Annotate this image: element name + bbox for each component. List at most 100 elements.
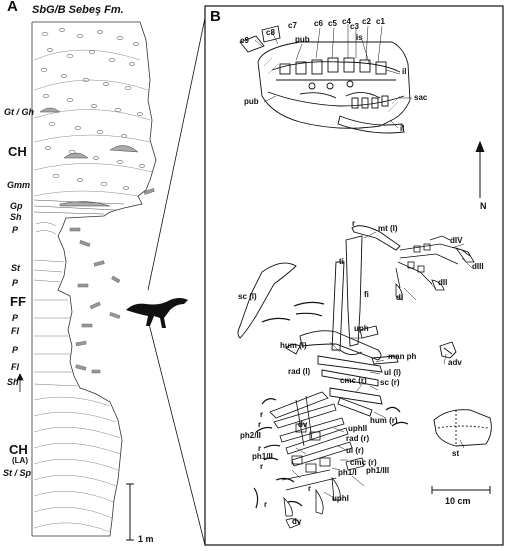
bone-label: mt (I) [378,224,398,233]
fine-units [33,222,79,387]
gp-layer [33,199,125,215]
hindlimb-bones [331,225,401,355]
bone-label: cmc (r) [350,458,377,467]
unit-label: P [12,313,19,323]
bone-label: hum (l) [280,341,307,350]
bone-label: c7 [288,21,297,30]
bone-label: pub [295,35,310,44]
dinosaur-silhouette [126,298,188,328]
forelimb-bones [285,325,399,417]
scale-bar-a [126,483,134,541]
scale-label-b: 10 cm [445,496,471,506]
bone-label: il [402,67,407,76]
panel-b-letter: B [210,8,221,25]
bone-label: fi [364,290,369,299]
bone-label: c5 [328,19,337,28]
bone-label: is [356,33,363,42]
bone-label: c1 [376,17,385,26]
bone-label: c4 [342,17,351,26]
scale-label-a: 1 m [138,534,154,544]
sh-arrow [16,373,24,392]
bone-label: ul (r) [346,446,364,455]
panel-a-letter: A [7,0,18,15]
bone-label: r [264,500,268,509]
bone-label: r [308,484,312,493]
manus-cluster [269,391,365,529]
bone-label: rad (l) [288,367,311,376]
bone-label: dv [292,517,302,526]
bone-label: r [258,420,262,429]
unit-label: Gt / Gh [4,107,34,117]
bone-symbols [69,188,155,374]
bone-label: il [400,124,405,133]
bone-label: r [352,219,356,228]
bone-label: c8 [266,28,275,37]
bone-label: c9 [240,36,249,45]
bone-label: ph2/II [240,431,261,440]
bone-label: ph1/II [252,452,273,461]
bone-label: c3 [350,22,359,31]
bone-label: rad (r) [346,434,370,443]
bone-label: ti [339,257,344,266]
north-arrow [475,140,485,198]
bone-label: uphII [348,424,368,433]
bone-label: r [260,462,264,471]
bone-label: adv [448,358,462,367]
leader-lines [254,24,473,499]
bone-label: ul (l) [384,368,401,377]
scapula-left [237,262,297,339]
sternum [433,409,492,447]
unit-label: Sh [7,377,19,387]
unit-label: Fl [11,362,19,372]
bone-label: pub [244,97,259,106]
bone-label: dIV [450,236,463,245]
adv-bone [439,341,457,359]
unit-label: Gp [10,201,23,211]
bone-label: dv [298,420,308,429]
pelvis-hatching [263,57,401,113]
bone-label: ph1/III [366,466,390,475]
bone-label: uphI [332,494,349,503]
scale-bar-b [431,486,491,494]
unit-label: CH [9,442,28,457]
crossbedding-upper [33,49,153,197]
bone-label: c6 [314,19,323,28]
bone-label: cmc (r) [340,376,367,385]
gravel-texture-upper [40,28,145,190]
unit-label: St [11,263,20,273]
unit-label: (LA) [12,456,28,465]
formation-title: SbG/B Sebeş Fm. [32,4,124,16]
connector-lines [147,17,206,546]
bone-label: sac [414,93,428,102]
bone-label: hum (r) [370,416,398,425]
north-label: N [480,201,487,211]
bone-label: dI [396,293,404,302]
bone-label: c2 [362,17,371,26]
stratigraphic-column [31,21,157,537]
bone-label: dIII [472,262,484,271]
bone-label: ph1/I [338,468,357,477]
bone-label: sc (r) [380,378,400,387]
panel-b-frame [204,5,504,546]
synsacrum-pelvis [239,25,411,134]
pes-digits [395,235,475,301]
bone-label: sc (l) [238,292,257,301]
crossbedding-lower [33,396,121,533]
unit-label: Fl [11,326,19,336]
bone-label: man ph [388,352,417,361]
bone-label: r [258,444,262,453]
unit-label: FF [10,294,26,309]
bone-label: r [260,410,264,419]
unit-label: P [12,278,19,288]
unit-label: CH [8,144,27,159]
unit-label: Sh [10,212,22,222]
bone-label: uph [354,324,369,333]
unit-label: P [12,345,19,355]
ribs [253,301,409,509]
unit-label: P [12,225,19,235]
bone-label: st [452,449,460,458]
unit-label: Gmm [7,180,31,190]
mud-lenses [39,107,139,207]
bone-label: dII [438,278,448,287]
